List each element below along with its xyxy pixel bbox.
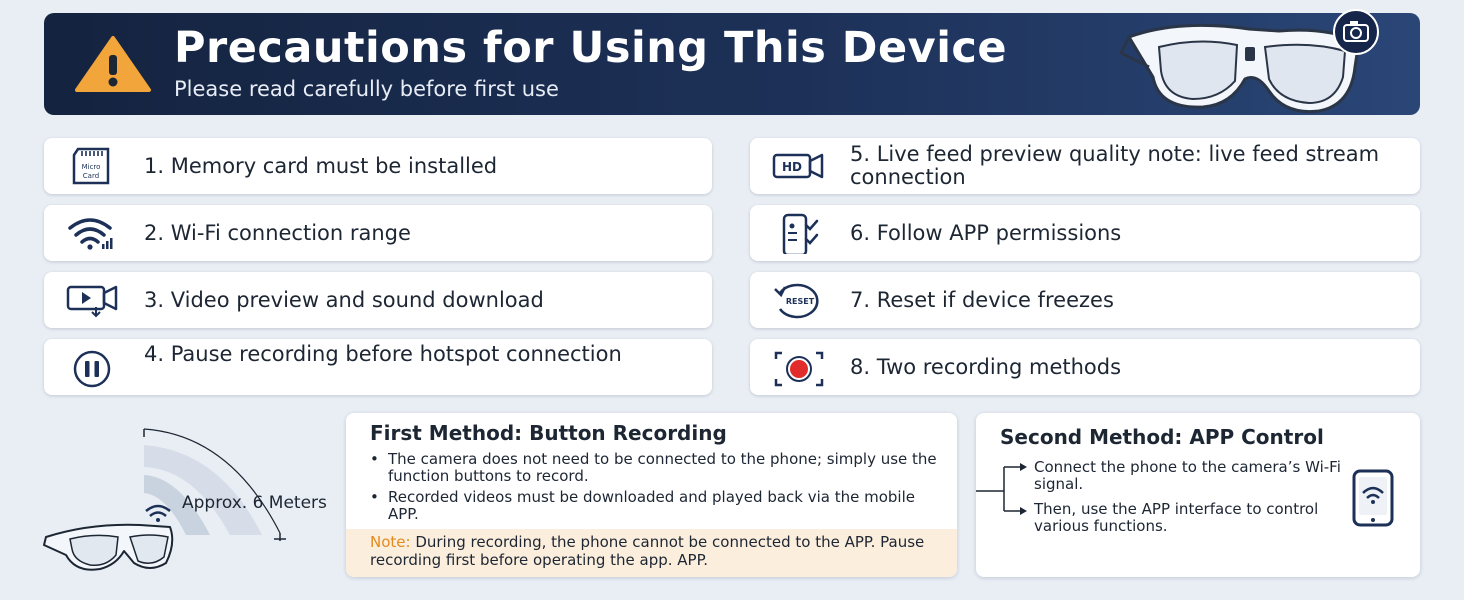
reset-icon: RESET (774, 283, 819, 319)
precaution-item-4: 4. Pause recording before hotspot connec… (44, 339, 712, 395)
hd-video-icon: HD (772, 153, 824, 179)
first-method-title: First Method: Button Recording (370, 421, 727, 445)
range-graphic (43, 428, 286, 571)
page-title: Precautions for Using This Device (174, 23, 1008, 73)
precaution-item-2: 2. Wi-Fi connection range (44, 205, 712, 261)
bullet-dot: • (370, 488, 379, 506)
precaution-item-label: 5. Live feed preview quality note: live … (850, 142, 1380, 189)
smart-glasses-image (1119, 23, 1361, 114)
wifi-range-illustration: Approx. 6 Meters (30, 415, 340, 595)
precaution-item-1: Micro Card 1. Memory card must be instal… (44, 138, 712, 194)
precaution-item-label: 4. Pause recording before hotspot connec… (144, 342, 622, 366)
precaution-item-label: 6. Follow APP permissions (850, 220, 1122, 245)
precaution-item-5: HD 5. Live feed preview quality note: li… (750, 138, 1420, 194)
hd-label: HD (782, 160, 802, 174)
bullet-dot: • (370, 450, 379, 468)
precaution-item-label: 2. Wi-Fi connection range (144, 220, 411, 245)
phone-wifi-icon (1352, 469, 1394, 527)
bullet-text: Recorded videos must be downloaded and p… (388, 488, 915, 523)
page-subtitle: Please read carefully before first use (174, 77, 559, 101)
second-method-step-2: Then, use the APP interface to control v… (1034, 500, 1319, 535)
warning-triangle-icon (75, 36, 151, 92)
precaution-item-3: 3. Video preview and sound download (44, 272, 712, 328)
range-label: Approx. 6 Meters (182, 493, 327, 513)
record-icon (774, 351, 824, 387)
reset-label: RESET (786, 297, 815, 306)
first-method-panel: First Method: Button Recording • The cam… (346, 413, 957, 577)
first-method-bullet-1: • The camera does not need to be connect… (370, 451, 940, 485)
first-method-bullet-2: • Recorded videos must be downloaded and… (370, 489, 940, 523)
note-body: During recording, the phone cannot be co… (370, 533, 925, 569)
second-method-step-1: Connect the phone to the camera’s Wi-Fi … (1034, 458, 1341, 493)
pause-icon (73, 350, 111, 388)
precaution-item-label: 3. Video preview and sound download (144, 287, 544, 312)
memory-card-icon-text-2: Card (83, 172, 99, 180)
note-label: Note: (370, 533, 411, 551)
precaution-item-label: 1. Memory card must be installed (144, 153, 498, 178)
camera-icon (1333, 9, 1379, 55)
note-box: Note: During recording, the phone cannot… (346, 529, 957, 577)
header-banner: Precautions for Using This Device Please… (44, 9, 1420, 115)
video-download-icon (66, 285, 118, 318)
precaution-item-6: 6. Follow APP permissions (750, 205, 1420, 261)
bullet-text: The camera does not need to be connected… (388, 450, 937, 485)
wifi-icon (68, 218, 113, 250)
memory-card-icon: Micro Card (72, 147, 110, 185)
second-method-title: Second Method: APP Control (1000, 425, 1324, 449)
phone-permissions-icon (782, 213, 819, 254)
precaution-item-label: 8. Two recording methods (850, 354, 1122, 379)
memory-card-icon-text-1: Micro (82, 163, 101, 171)
precaution-item-8: 8. Two recording methods (750, 339, 1420, 395)
note-text: Note: During recording, the phone cannot… (370, 533, 950, 569)
second-method-panel: Second Method: APP Control Connect the p… (976, 413, 1420, 577)
precaution-item-7: RESET 7. Reset if device freezes (750, 272, 1420, 328)
flow-arrows (976, 463, 1027, 515)
precaution-item-label: 7. Reset if device freezes (850, 287, 1114, 312)
